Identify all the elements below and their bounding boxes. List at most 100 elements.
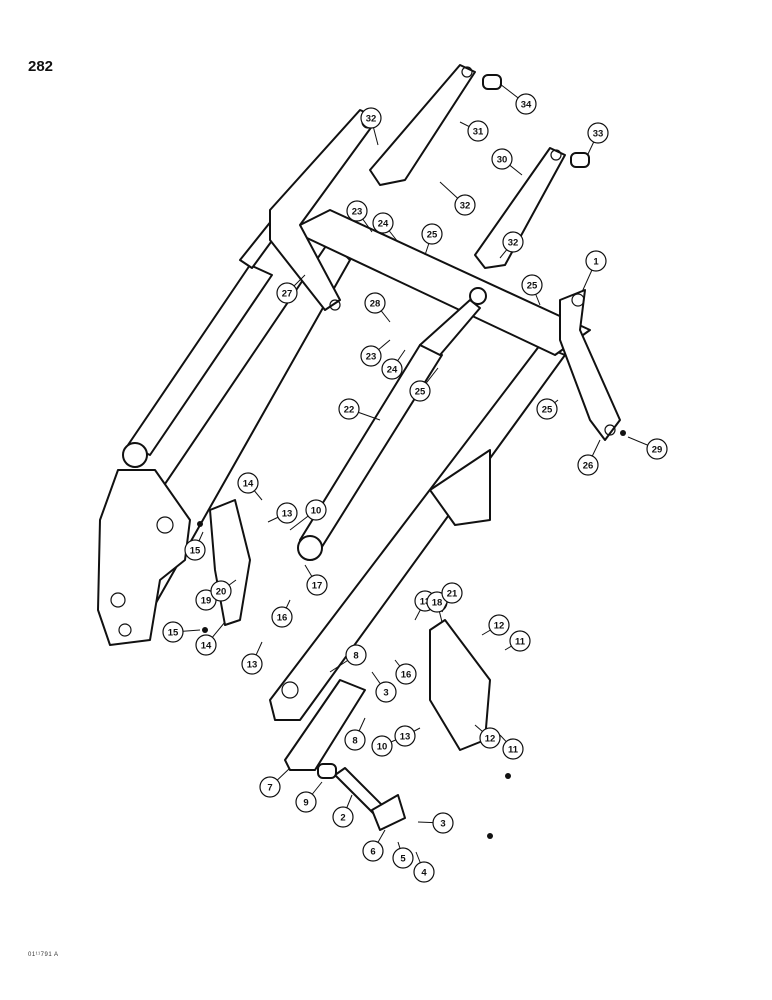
callout-label: 15 [190,546,201,557]
callout-bubble [432,812,454,834]
callout-21: 21 [441,582,463,613]
callout-label: 25 [427,230,438,241]
callout-bubble [392,847,414,869]
callout-label: 31 [473,127,484,138]
callout-label: 9 [303,798,308,809]
callout-15: 15 [162,621,201,643]
callout-bubble [509,630,531,652]
callout-label: 14 [201,641,212,652]
callout-bubble [375,681,397,703]
callout-bubble [305,499,327,521]
callout-bubble [515,93,537,115]
callout-bubble [646,438,668,460]
callout-label: 13 [420,597,431,608]
callout-25: 25 [409,367,439,402]
callout-label: 32 [508,238,519,249]
callout-8: 8 [329,644,367,673]
callout-16: 16 [271,599,293,628]
callout-bubble [306,574,328,596]
callout-label: 24 [378,219,389,230]
callout-label: 16 [401,670,412,681]
callout-label: 11 [515,637,526,648]
callout-bubble [421,223,443,245]
hardware-shading [197,430,626,839]
callout-label: 27 [282,289,293,300]
bushings-top [482,74,590,168]
callout-label: 29 [652,445,663,456]
left-lift-arm [97,239,351,646]
callout-label: 4 [421,868,427,879]
callout-bubble [395,663,417,685]
callout-label: 3 [440,819,445,830]
callout-22: 22 [338,398,381,421]
callout-13: 13 [267,502,298,524]
callout-label: 5 [400,854,406,865]
callout-14: 14 [237,472,263,501]
callout-label: 18 [432,598,443,609]
callout-label: 28 [370,299,381,310]
callout-12: 12 [474,724,501,749]
callout-16: 16 [394,659,417,685]
callout-23: 23 [346,200,373,233]
callout-bubble [502,738,524,760]
callout-bubble [360,107,382,129]
callout-bubble [364,292,386,314]
callout-10: 10 [371,735,401,757]
right-lift-cylinder [297,287,487,561]
callout-label: 24 [387,365,398,376]
callout-label: 10 [377,742,388,753]
callout-10: 10 [289,499,327,531]
callout-bubble [276,502,298,524]
callout-20: 20 [210,579,237,602]
callout-bubble [276,282,298,304]
callout-label: 17 [312,581,323,592]
callout-34: 34 [499,83,537,115]
callout-bubble [344,729,366,751]
callout-bubble [491,148,513,170]
callout-bubble [502,231,524,253]
callout-23: 23 [360,339,391,367]
callout-bubble [295,791,317,813]
callout-32: 32 [439,181,476,216]
callout-label: 1 [593,257,599,268]
callout-29: 29 [627,436,668,460]
callout-label: 14 [243,479,254,490]
callout-bubble [587,122,609,144]
callout-label: 10 [311,506,322,517]
callout-label: 12 [485,734,496,745]
callout-bubble [454,194,476,216]
callout-25: 25 [536,398,559,420]
callout-4: 4 [413,851,435,883]
callout-bubble [237,472,259,494]
callout-bubble [210,580,232,602]
callout-label: 11 [508,745,519,756]
callout-label: 19 [201,596,212,607]
callout-28: 28 [364,292,391,323]
callout-11: 11 [499,734,524,760]
callout-24: 24 [372,212,399,243]
callout-15: 15 [184,531,206,561]
callout-33: 33 [587,122,609,155]
callout-1: 1 [581,250,607,293]
callout-label: 21 [447,589,458,600]
callout-bubble [381,358,403,380]
callout-32: 32 [360,107,382,146]
callout-9: 9 [295,781,323,813]
callout-label: 20 [216,587,227,598]
callout-bubble [338,398,360,420]
callout-bubble [241,653,263,675]
link-30 [474,147,566,269]
callout-26: 26 [577,439,601,476]
callout-bubble [360,345,382,367]
callout-24: 24 [381,349,406,380]
callout-label: 26 [583,461,594,472]
callout-bubble [259,776,281,798]
callout-3: 3 [417,812,454,834]
callout-32: 32 [499,231,524,259]
callout-bubble [577,454,599,476]
callout-11: 11 [504,630,531,652]
callout-bubble [362,840,384,862]
right-lift-arm [269,344,566,721]
callout-17: 17 [304,564,328,596]
callout-12: 12 [481,614,510,636]
